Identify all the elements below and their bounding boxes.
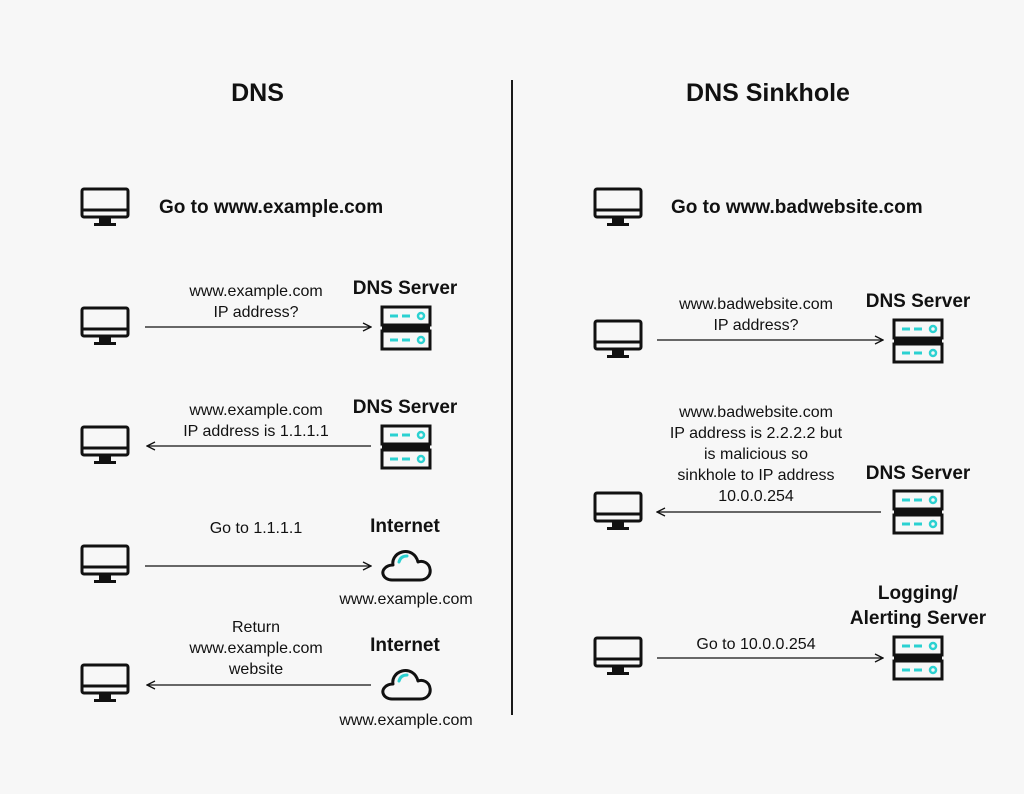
- computer-icon: [80, 306, 130, 348]
- cloud-icon: [380, 666, 432, 702]
- computer-icon: [80, 425, 130, 467]
- dns-server-label: DNS Server: [352, 278, 458, 299]
- column-divider: [511, 80, 513, 715]
- dns-server-label: DNS Server: [352, 397, 458, 418]
- internet-site-label: www.example.com: [339, 591, 473, 608]
- left-title: DNS: [231, 79, 284, 107]
- cloud-icon: [380, 547, 432, 583]
- server-icon: [892, 489, 944, 535]
- server-icon: [380, 305, 432, 351]
- computer-icon: [80, 663, 130, 705]
- computer-icon: [80, 544, 130, 586]
- right-title: DNS Sinkhole: [686, 79, 850, 107]
- internet-site-label: www.example.com: [339, 712, 473, 729]
- arrow-left: [145, 440, 371, 452]
- computer-icon: [593, 491, 643, 533]
- logging-server-label: Logging/Alerting Server: [849, 583, 987, 629]
- computer-icon: [593, 636, 643, 678]
- dns-server-label: DNS Server: [865, 291, 971, 312]
- server-icon: [380, 424, 432, 470]
- arrow-right: [657, 652, 887, 664]
- internet-label: Internet: [370, 635, 440, 656]
- computer-icon: [593, 319, 643, 361]
- request-label: Go to 1.1.1.1: [209, 520, 303, 537]
- computer-icon: [593, 187, 643, 229]
- server-icon: [892, 635, 944, 681]
- arrow-right: [657, 334, 887, 346]
- arrow-right: [145, 321, 375, 333]
- arrow-left: [145, 679, 371, 691]
- computer-icon: [80, 187, 130, 229]
- left-heading: Go to www.example.com: [159, 197, 384, 218]
- dns-server-label: DNS Server: [865, 463, 971, 484]
- request-label: Go to 10.0.0.254: [696, 636, 816, 653]
- server-icon: [892, 318, 944, 364]
- arrow-left: [655, 506, 881, 518]
- internet-label: Internet: [370, 516, 440, 537]
- right-heading: Go to www.badwebsite.com: [671, 197, 923, 218]
- arrow-right: [145, 560, 375, 572]
